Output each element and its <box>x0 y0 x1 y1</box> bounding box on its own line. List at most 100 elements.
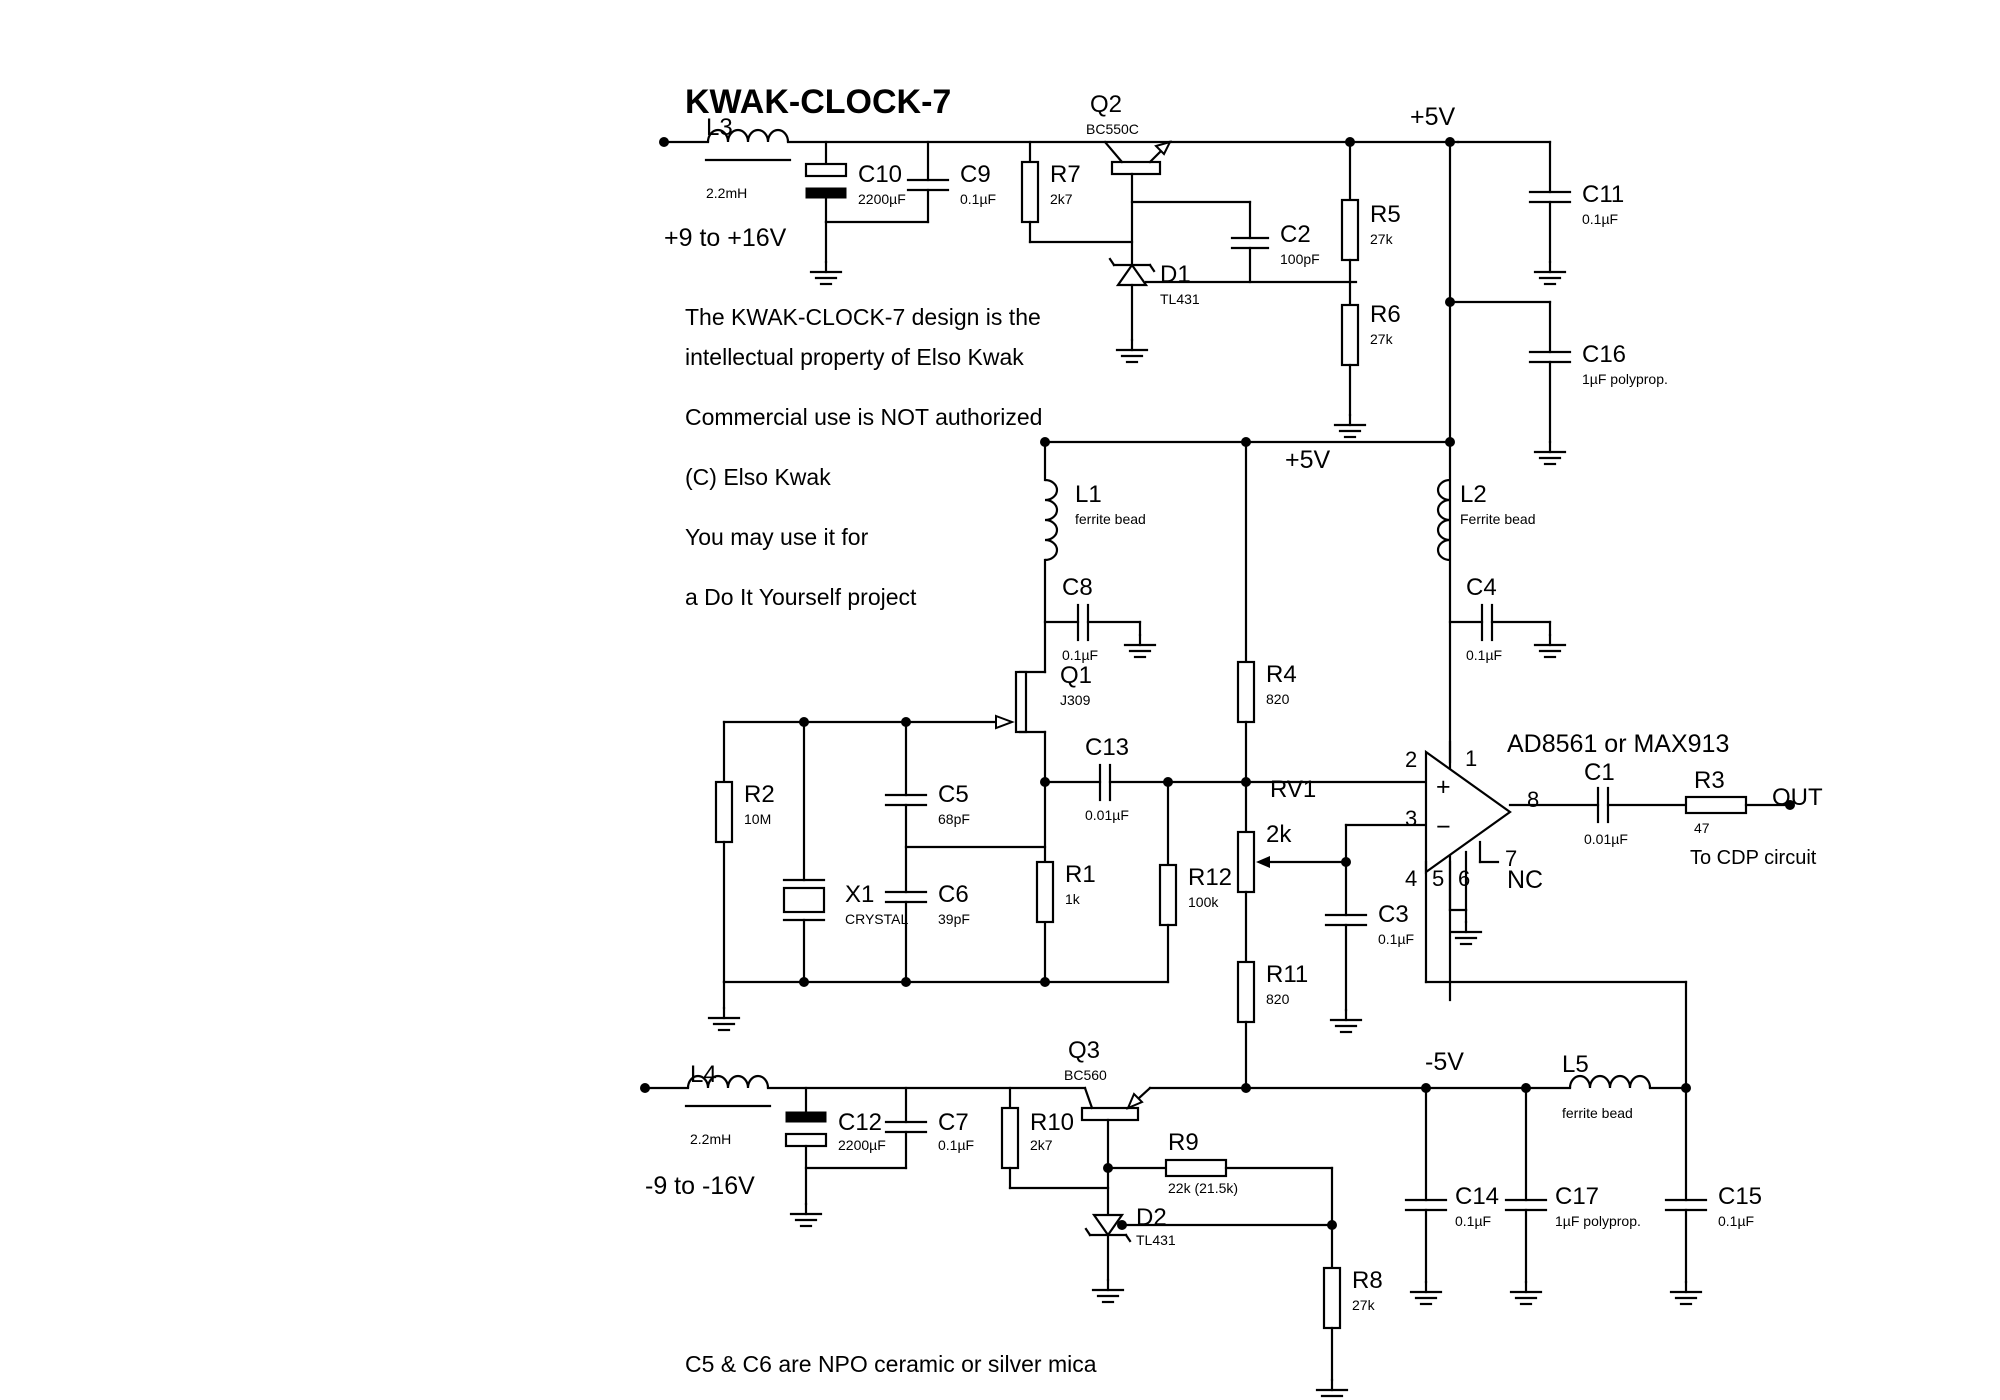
L2-value: Ferrite bead <box>1460 511 1535 527</box>
L4-inductor <box>686 1074 770 1089</box>
R5-resistor <box>1340 198 1360 262</box>
L3-value: 2.2mH <box>706 185 747 201</box>
note-line-5: You may use it for <box>685 524 869 550</box>
R4-value: 820 <box>1266 691 1290 707</box>
C9-value: 0.1µF <box>960 191 996 207</box>
C1-ref: C1 <box>1584 759 1615 786</box>
R2-ref: R2 <box>744 781 775 808</box>
X1-ref: X1 <box>845 881 874 908</box>
RV1-ref: RV1 <box>1270 776 1316 803</box>
footnote: C5 & C6 are NPO ceramic or silver mica <box>685 1351 1097 1377</box>
L1-ref: L1 <box>1075 481 1102 508</box>
R8-ref: R8 <box>1352 1267 1383 1294</box>
comparator: + − AD8561 or MAX913 2 3 1 8 4 5 6 7 NC … <box>1405 730 1823 1087</box>
pin-8: 8 <box>1527 787 1539 812</box>
R1-value: 1k <box>1065 891 1081 907</box>
R3-value: 47 <box>1694 820 1710 836</box>
C16-ref: C16 <box>1582 341 1626 368</box>
C12-value: 2200µF <box>838 1137 886 1153</box>
C4-ref: C4 <box>1466 574 1497 601</box>
C6-value: 39pF <box>938 911 970 927</box>
Q3-base <box>1080 1106 1140 1122</box>
pin-7: 7 <box>1505 846 1517 871</box>
out-label: OUT <box>1772 784 1823 811</box>
Q1-ref: Q1 <box>1060 662 1092 689</box>
pin-5: 5 <box>1432 866 1444 891</box>
C4-value: 0.1µF <box>1466 647 1502 663</box>
note-line-4: (C) Elso Kwak <box>685 464 831 490</box>
L5-inductor <box>1568 1074 1652 1089</box>
R3-resistor <box>1684 795 1748 815</box>
C15-value: 0.1µF <box>1718 1213 1754 1229</box>
comparator-symbol <box>1424 749 1512 875</box>
negative-supply: L4 2.2mH -9 to -16V C12 2200µF C7 0.1µF … <box>640 1037 1762 1400</box>
L1-value: ferrite bead <box>1075 511 1146 527</box>
nc-label: NC <box>1507 866 1543 894</box>
C14-ref: C14 <box>1455 1183 1499 1210</box>
out-dest: To CDP circuit <box>1690 847 1817 869</box>
C5-ref: C5 <box>938 781 969 808</box>
D2-ref: D2 <box>1136 1204 1167 1231</box>
neg-rail-label: -5V <box>1425 1048 1464 1076</box>
C16-value: 1µF polyprop. <box>1582 371 1668 387</box>
C11-value: 0.1µF <box>1582 211 1618 227</box>
C13-value: 0.01µF <box>1085 807 1129 823</box>
C10-value: 2200µF <box>858 191 906 207</box>
D2-value: TL431 <box>1136 1232 1176 1248</box>
L2-ref: L2 <box>1460 481 1487 508</box>
neg-input-label: -9 to -16V <box>645 1172 755 1200</box>
output-terminal <box>1785 800 1795 810</box>
minus-sign: − <box>1436 813 1451 841</box>
C8-value: 0.1µF <box>1062 647 1098 663</box>
R12-ref: R12 <box>1188 864 1232 891</box>
C13-ref: C13 <box>1085 734 1129 761</box>
R4-ref: R4 <box>1266 661 1297 688</box>
R11-ref: R11 <box>1266 961 1308 988</box>
L4-value: 2.2mH <box>690 1131 731 1147</box>
C17-ref: C17 <box>1555 1183 1599 1210</box>
note-line-2: intellectual property of Elso Kwak <box>685 344 1024 370</box>
R1-resistor <box>1035 860 1055 924</box>
C1-value: 0.01µF <box>1584 831 1628 847</box>
R6-value: 27k <box>1370 331 1394 347</box>
D2-diode <box>1091 1213 1125 1237</box>
title: KWAK-CLOCK-7 <box>685 83 951 121</box>
L1-inductor <box>1044 478 1059 562</box>
R10-resistor <box>1000 1106 1020 1170</box>
D1-diode <box>1115 263 1149 287</box>
R4-resistor <box>1236 660 1256 724</box>
pot-value: 2k <box>1266 821 1292 848</box>
C7-value: 0.1µF <box>938 1137 974 1153</box>
R8-resistor <box>1322 1266 1342 1330</box>
R5-ref: R5 <box>1370 201 1401 228</box>
L3-ref: L3 <box>706 114 733 141</box>
R12-value: 100k <box>1188 894 1219 910</box>
R6-resistor <box>1340 303 1360 367</box>
note-line-6: a Do It Yourself project <box>685 584 917 610</box>
pin-1: 1 <box>1465 746 1477 771</box>
Q3-ref: Q3 <box>1068 1037 1100 1064</box>
Q1-jfet <box>1014 670 1028 734</box>
Q2-ref: Q2 <box>1090 91 1122 118</box>
pin-6: 6 <box>1458 866 1470 891</box>
L4-ref: L4 <box>690 1061 717 1088</box>
C5-value: 68pF <box>938 811 970 827</box>
L3-inductor <box>706 128 790 143</box>
R7-value: 2k7 <box>1050 191 1073 207</box>
pin-3: 3 <box>1405 806 1417 831</box>
Q2-value: BC550C <box>1086 121 1139 137</box>
Q3-value: BC560 <box>1064 1067 1107 1083</box>
R9-ref: R9 <box>1168 1129 1199 1156</box>
pin-4: 4 <box>1405 866 1417 891</box>
R7-resistor <box>1020 160 1040 224</box>
R9-resistor <box>1164 1158 1228 1178</box>
D1-value: TL431 <box>1160 291 1200 307</box>
R3-ref: R3 <box>1694 767 1725 794</box>
X1-value: CRYSTAL <box>845 911 908 927</box>
C3-ref: C3 <box>1378 901 1409 928</box>
ground-symbol <box>809 260 843 286</box>
R11-value: 820 <box>1266 991 1290 1007</box>
L5-ref: L5 <box>1562 1051 1589 1078</box>
oscillator-section: +5V L1 ferrite bead C8 0.1µF Q1 J309 R2 … <box>707 437 1567 1087</box>
